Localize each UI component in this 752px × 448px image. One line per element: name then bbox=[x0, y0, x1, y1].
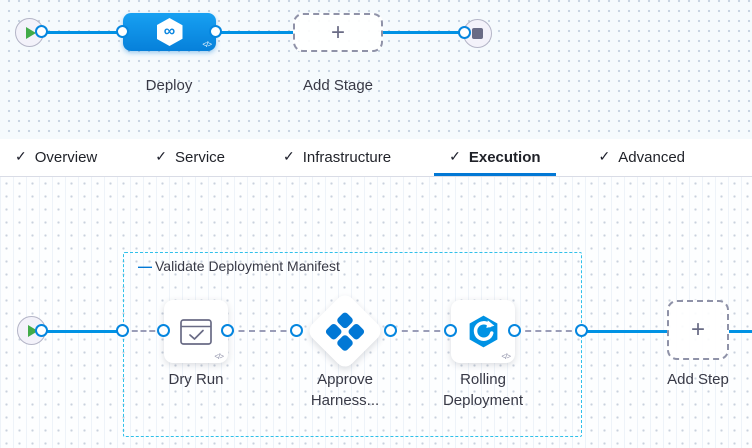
edge-line-dashed bbox=[391, 330, 451, 332]
connector-port[interactable] bbox=[35, 25, 48, 38]
check-icon: ✓ bbox=[449, 148, 461, 164]
add-stage-button[interactable]: + bbox=[293, 13, 383, 52]
tab-overview[interactable]: ✓ Overview bbox=[15, 148, 98, 166]
stage-label-deploy: Deploy bbox=[145, 77, 193, 94]
tab-execution[interactable]: ✓ Execution bbox=[434, 139, 556, 176]
connector-port[interactable] bbox=[35, 324, 48, 337]
connector-port[interactable] bbox=[575, 324, 588, 337]
check-icon: ✓ bbox=[598, 148, 611, 164]
harness-cd-icon: ∞ bbox=[156, 18, 183, 46]
connector-port[interactable] bbox=[209, 25, 222, 38]
code-icon[interactable]: </> bbox=[202, 40, 212, 49]
step-group-label: Validate Deployment Manifest bbox=[155, 258, 340, 274]
check-icon: ✓ bbox=[15, 148, 27, 164]
connector-port[interactable] bbox=[116, 25, 129, 38]
edge-line bbox=[729, 330, 752, 333]
edge-line bbox=[42, 330, 123, 333]
plus-icon: + bbox=[330, 18, 345, 46]
add-step-button[interactable]: + bbox=[667, 300, 729, 360]
step-node-rolling-deployment[interactable]: </> bbox=[451, 300, 515, 363]
step-group-caption: — Validate Deployment Manifest bbox=[138, 258, 340, 274]
connector-port[interactable] bbox=[508, 324, 521, 337]
harness-approval-icon bbox=[324, 310, 366, 352]
connector-port[interactable] bbox=[116, 324, 129, 337]
step-node-dry-run[interactable]: </> bbox=[164, 300, 228, 363]
edge-line-dashed bbox=[123, 330, 164, 332]
edge-line bbox=[216, 31, 293, 34]
step-label-dry-run: Dry Run bbox=[168, 371, 224, 388]
play-icon bbox=[26, 26, 36, 39]
tab-infrastructure[interactable]: ✓ Infrastructure bbox=[283, 148, 392, 166]
code-icon[interactable]: </> bbox=[214, 352, 224, 361]
connector-port[interactable] bbox=[221, 324, 234, 337]
add-step-label: Add Step bbox=[667, 371, 729, 388]
collapse-icon[interactable]: — bbox=[138, 258, 152, 274]
edge-line-dashed bbox=[228, 330, 297, 332]
tab-service[interactable]: ✓ Service bbox=[155, 148, 226, 166]
stage-graph-canvas[interactable]: ∞ </> + Deploy Add Stage bbox=[0, 0, 752, 139]
check-icon: ✓ bbox=[283, 148, 295, 164]
add-stage-label: Add Stage bbox=[302, 77, 374, 94]
connector-port[interactable] bbox=[444, 324, 457, 337]
step-group-box[interactable] bbox=[123, 252, 582, 437]
plus-icon: + bbox=[690, 316, 705, 343]
check-icon: ✓ bbox=[155, 148, 167, 164]
rolling-deployment-icon bbox=[469, 315, 497, 348]
connector-port[interactable] bbox=[384, 324, 397, 337]
edge-line bbox=[42, 31, 123, 34]
tab-advanced[interactable]: ✓ Advanced bbox=[598, 148, 685, 166]
connector-port[interactable] bbox=[458, 26, 471, 39]
step-label-approval: Approve Harness... bbox=[310, 371, 380, 409]
stage-config-tabs: ✓ Overview ✓ Service ✓ Infrastructure ✓ … bbox=[0, 139, 752, 177]
stage-node-deploy[interactable]: ∞ </> bbox=[123, 13, 216, 51]
execution-graph-canvas[interactable]: — Validate Deployment Manifest </> bbox=[0, 177, 752, 448]
connector-port[interactable] bbox=[290, 324, 303, 337]
connector-port[interactable] bbox=[157, 324, 170, 337]
dry-run-icon bbox=[180, 318, 212, 345]
edge-line bbox=[383, 31, 465, 34]
step-label-rolling-deployment: Rolling Deployment bbox=[442, 371, 524, 409]
edge-line bbox=[582, 330, 667, 333]
play-icon bbox=[28, 324, 38, 337]
code-icon[interactable]: </> bbox=[501, 352, 511, 361]
edge-line-dashed bbox=[515, 330, 582, 332]
stop-icon bbox=[472, 28, 483, 39]
